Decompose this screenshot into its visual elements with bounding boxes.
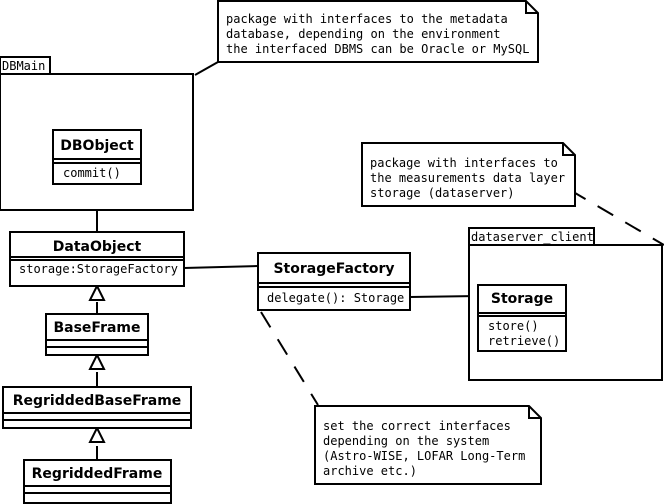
class-box: [45, 313, 149, 356]
note-line: depending on the system: [323, 434, 489, 448]
note-dataserver: package with interfaces to the measureme…: [361, 142, 576, 207]
class-name: RegriddedFrame: [32, 466, 163, 482]
class-name: DataObject: [53, 239, 142, 255]
class-name: BaseFrame: [53, 320, 140, 336]
class-box: [2, 386, 192, 429]
class-name: Storage: [491, 291, 553, 307]
note-anchor-metadata: [194, 61, 219, 76]
note-line: package with interfaces to: [370, 156, 558, 170]
note-line: archive etc.): [323, 464, 417, 478]
class-member: storage:StorageFactory: [19, 262, 178, 276]
class-name: DBObject: [60, 138, 134, 154]
connectors: [88, 61, 664, 460]
package-name: DBMain: [2, 59, 45, 73]
note-line: (Astro-WISE, LOFAR Long-Term: [323, 449, 525, 463]
class-box: [23, 459, 172, 504]
note-line: set the correct interfaces: [323, 419, 511, 433]
class-box: [477, 284, 567, 352]
generalization-arrow-dataobject: [88, 283, 106, 301]
note-box: [217, 0, 539, 63]
note-anchor-system: [260, 311, 319, 406]
class-regriddedbaseframe: RegriddedBaseFrame: [2, 386, 192, 429]
class-member: retrieve(): [488, 334, 560, 348]
note-metadata: package with interfaces to the metadata …: [217, 0, 539, 63]
class-dataobject: DataObject storage:StorageFactory: [9, 231, 185, 287]
class-baseframe: BaseFrame: [45, 313, 149, 356]
association-dataobject-storagefactory: [183, 265, 259, 269]
class-name: RegriddedBaseFrame: [13, 393, 182, 409]
generalization-arrow-regriddedbaseframe: [88, 425, 106, 443]
class-box: [52, 129, 142, 185]
package-name: dataserver_client: [471, 230, 594, 244]
note-system: set the correct interfaces depending on …: [314, 405, 542, 485]
class-storagefactory: StorageFactory delegate(): Storage: [257, 252, 411, 311]
note-line: package with interfaces to the metadata: [226, 12, 508, 26]
association-storagefactory-storage: [409, 295, 479, 298]
class-dbobject: DBObject commit(): [52, 129, 142, 185]
note-line: the interfaced DBMS can be Oracle or MyS…: [226, 42, 529, 56]
class-regriddedframe: RegriddedFrame: [23, 459, 172, 504]
class-box: [257, 252, 411, 311]
class-name: StorageFactory: [273, 261, 394, 277]
note-box: [314, 405, 542, 485]
generalization-arrow-baseframe: [88, 352, 106, 370]
package-dbmain: DBMain: [0, 56, 194, 211]
class-member: commit(): [63, 166, 121, 180]
class-member: delegate(): Storage: [267, 291, 404, 305]
note-line: the measurements data layer: [370, 171, 565, 185]
note-line: database, depending on the environment: [226, 27, 501, 41]
note-line: storage (dataserver): [370, 186, 515, 200]
note-box: [361, 142, 576, 207]
class-storage: Storage store() retrieve(): [477, 284, 567, 352]
class-member: store(): [488, 319, 539, 333]
